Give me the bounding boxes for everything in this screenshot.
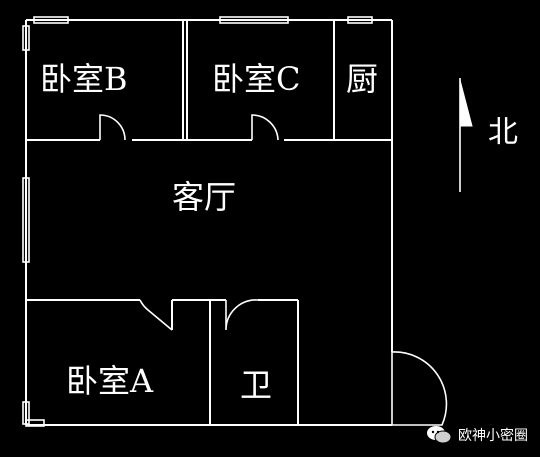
window-west-top xyxy=(22,25,30,51)
label-living-room: 客厅 xyxy=(172,178,236,216)
window-kitchen xyxy=(347,16,373,24)
entrance-door xyxy=(391,351,448,426)
wechat-icon xyxy=(427,426,452,444)
door-bedroom-c xyxy=(251,114,279,141)
windows xyxy=(22,16,373,427)
window-living-room xyxy=(22,177,30,263)
label-kitchen: 厨 xyxy=(346,60,378,98)
door-bathroom xyxy=(225,299,259,331)
window-bedroom-b xyxy=(33,16,69,24)
label-bedroom-b: 卧室B xyxy=(40,60,128,98)
label-bedroom-c: 卧室C xyxy=(212,60,301,98)
north-label: 北 xyxy=(488,115,518,150)
window-south-corner xyxy=(25,419,45,427)
watermark-text: 欧神小密圈 xyxy=(458,428,528,444)
window-bedroom-c xyxy=(219,16,289,24)
label-bathroom: 卫 xyxy=(240,366,272,404)
door-bedroom-b xyxy=(99,114,126,141)
north-arrow-icon xyxy=(459,78,473,192)
door-bedroom-a xyxy=(139,299,173,331)
watermark: 欧神小密圈 xyxy=(426,425,528,445)
interior-walls xyxy=(26,20,392,425)
label-bedroom-a: 卧室A xyxy=(66,362,154,400)
doors xyxy=(99,114,448,426)
